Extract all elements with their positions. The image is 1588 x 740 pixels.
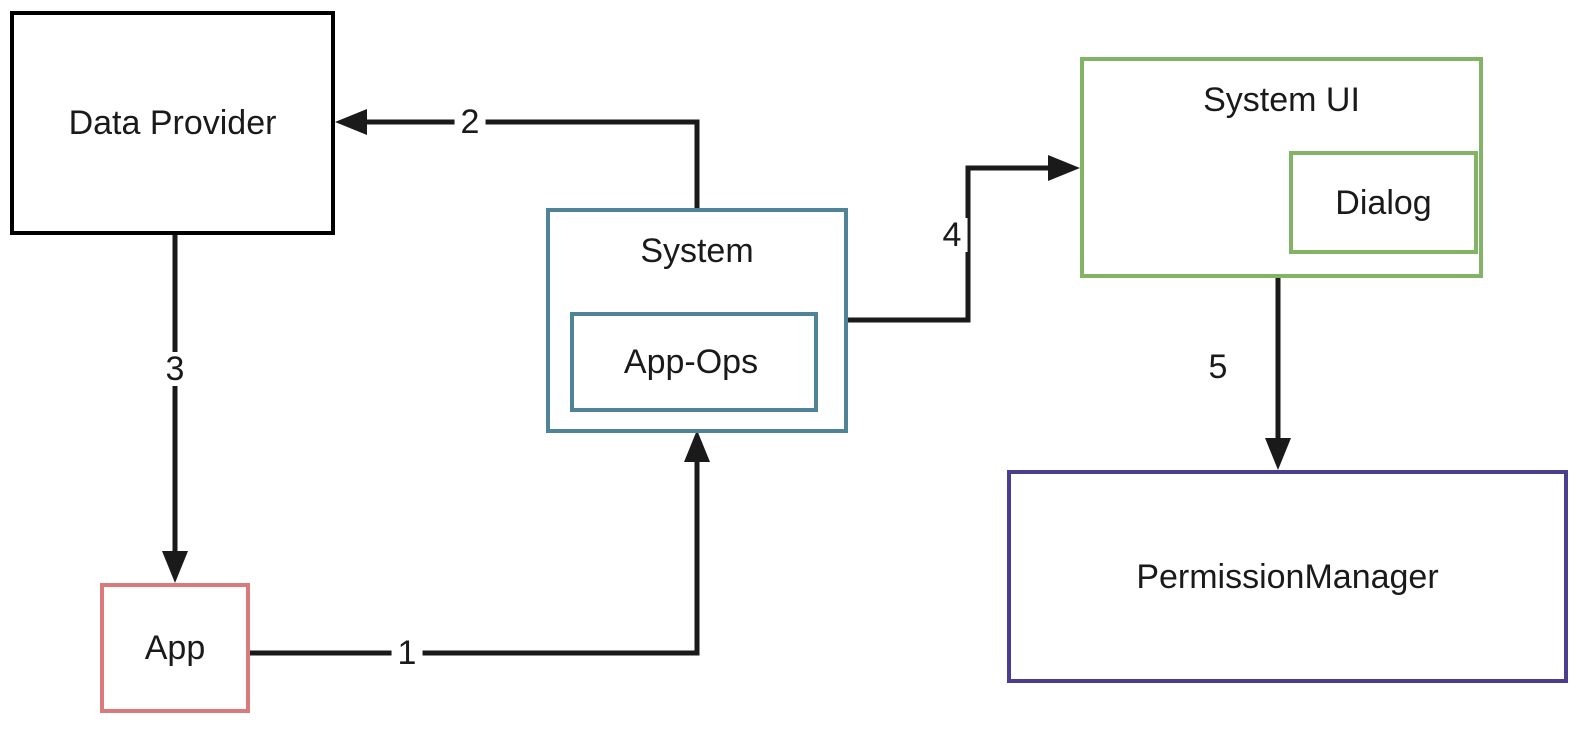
node-data-provider[interactable]: Data Provider — [10, 11, 335, 235]
node-permission-manager[interactable]: PermissionManager — [1007, 470, 1568, 683]
node-system-ui-label: System UI — [1203, 81, 1360, 119]
edge-1-arrow — [250, 430, 710, 656]
node-app[interactable]: App — [100, 583, 250, 713]
node-permission-manager-label: PermissionManager — [1136, 557, 1439, 596]
edge-4-arrow — [848, 155, 1080, 323]
edge-2-label: 2 — [454, 105, 486, 139]
edge-3-arrow — [162, 235, 188, 583]
node-dialog[interactable]: Dialog — [1289, 151, 1478, 254]
edge-3-label: 3 — [159, 352, 191, 386]
edge-2-arrow — [335, 109, 700, 208]
node-app-label: App — [144, 629, 206, 667]
node-system-label: System — [640, 232, 754, 270]
node-dialog-label: Dialog — [1335, 183, 1432, 222]
edge-4-label: 4 — [936, 218, 968, 252]
node-app-ops[interactable]: App-Ops — [570, 312, 818, 412]
edge-5-label: 5 — [1202, 350, 1234, 384]
node-data-provider-label: Data Provider — [68, 104, 277, 142]
node-app-ops-label: App-Ops — [623, 343, 759, 381]
edge-5-arrow — [1265, 278, 1291, 470]
edge-1-label: 1 — [391, 636, 423, 670]
